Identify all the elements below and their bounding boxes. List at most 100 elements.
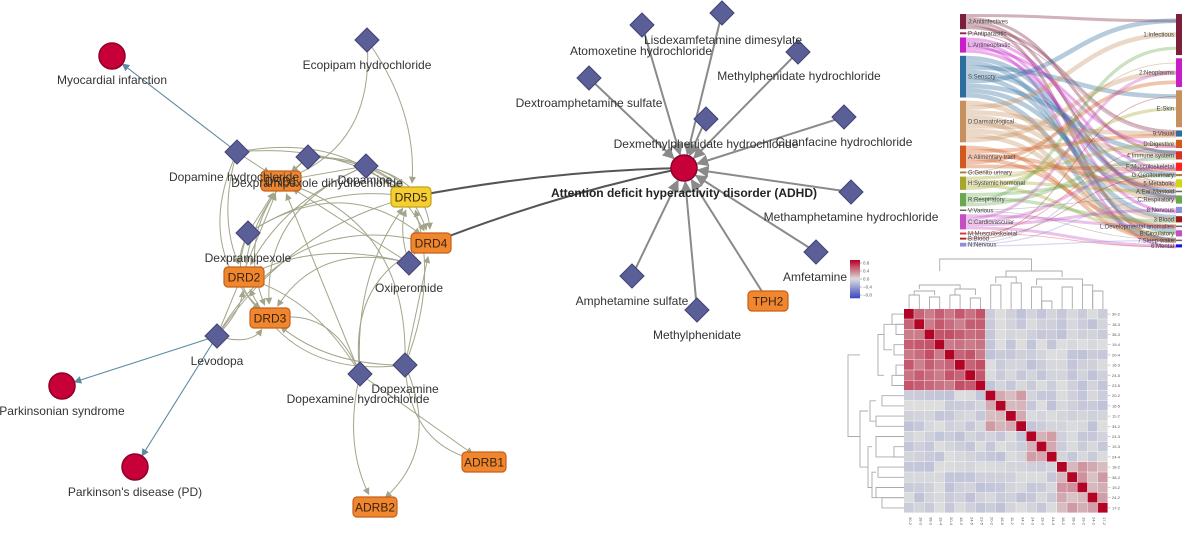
heatmap-cell bbox=[1097, 411, 1108, 421]
drug-node-levodopa[interactable] bbox=[204, 323, 230, 349]
heatmap-cell bbox=[1026, 329, 1037, 340]
sankey-link bbox=[965, 18, 1177, 84]
gene-node-drd5[interactable] bbox=[390, 186, 432, 208]
heatmap-cell bbox=[965, 462, 975, 472]
heatmap-cell bbox=[995, 441, 1006, 452]
disease-node-ps[interactable] bbox=[48, 372, 76, 400]
heatmap-cell bbox=[1097, 431, 1108, 442]
heatmap-cell bbox=[1057, 431, 1067, 442]
heatmap-cell bbox=[1016, 431, 1026, 442]
drug-node-dopexhcl[interactable] bbox=[347, 361, 373, 387]
drug-node-dopamine[interactable] bbox=[353, 153, 379, 179]
gene-node-drd2[interactable] bbox=[223, 266, 265, 288]
sankey-right-node[interactable] bbox=[1176, 162, 1182, 171]
drug-label: Dopamine hydrochloride bbox=[169, 170, 299, 184]
gene-node-tph2[interactable] bbox=[747, 290, 789, 312]
dendrogram-branch bbox=[1082, 284, 1094, 309]
drug-node-methamph[interactable] bbox=[838, 179, 864, 205]
sankey-left-node[interactable] bbox=[960, 171, 966, 174]
sankey-right-node[interactable] bbox=[1176, 206, 1182, 214]
sankey-right-node[interactable] bbox=[1176, 151, 1182, 160]
heatmap-cell bbox=[1067, 482, 1077, 493]
sankey-left-node[interactable] bbox=[960, 209, 966, 212]
drug-node-ecopipam[interactable] bbox=[354, 27, 380, 53]
gene-node-adrb2[interactable] bbox=[352, 496, 398, 518]
sankey-link bbox=[965, 239, 1177, 247]
gene-node-drd1[interactable] bbox=[260, 170, 302, 192]
heatmap-cell bbox=[975, 329, 986, 340]
drug-node-dopexamine[interactable] bbox=[392, 352, 418, 378]
colorbar-band bbox=[850, 292, 860, 294]
sankey-left-node[interactable] bbox=[960, 32, 966, 35]
drug-node-dexpramipexole[interactable] bbox=[235, 220, 261, 246]
colorbar-band bbox=[850, 287, 860, 289]
drug-node-atomoxetine[interactable] bbox=[629, 12, 655, 38]
drug-node-lisdex[interactable] bbox=[709, 0, 735, 26]
sankey-right-node[interactable] bbox=[1176, 190, 1182, 193]
sankey-right-node[interactable] bbox=[1176, 225, 1182, 228]
drug-node-amphsulf[interactable] bbox=[619, 263, 645, 289]
sankey-right-node[interactable] bbox=[1176, 139, 1182, 149]
sankey-left-node[interactable] bbox=[960, 37, 966, 53]
sankey-link bbox=[965, 26, 1177, 133]
heatmap-cell bbox=[924, 309, 935, 319]
sankey-link bbox=[965, 156, 1177, 229]
heatmap-cell bbox=[904, 339, 914, 350]
disease-node-mi[interactable] bbox=[98, 42, 126, 70]
disease-node-adhd[interactable] bbox=[670, 154, 698, 182]
sankey-right-label: 3:Blood bbox=[1154, 217, 1174, 223]
drug-node-guanfacine[interactable] bbox=[831, 104, 857, 130]
sankey-right-node[interactable] bbox=[1176, 216, 1182, 223]
sankey-right-node[interactable] bbox=[1176, 14, 1182, 56]
heatmap-cell bbox=[1016, 411, 1026, 421]
sankey-left-node[interactable] bbox=[960, 145, 966, 169]
drug-node-dexpradi[interactable] bbox=[295, 144, 321, 170]
sankey-left-node[interactable] bbox=[960, 100, 966, 143]
colorbar-tick-label: −0.4 bbox=[863, 285, 872, 290]
drug-node-dextroamph[interactable] bbox=[576, 65, 602, 91]
gene-node-adrb1[interactable] bbox=[461, 451, 507, 473]
drug-node-oxiperomide[interactable] bbox=[396, 250, 422, 276]
gene-node-drd3[interactable] bbox=[249, 307, 291, 329]
sankey-link bbox=[965, 92, 1177, 243]
disease-node-pd[interactable] bbox=[121, 453, 149, 481]
sankey-left-node[interactable] bbox=[960, 237, 966, 240]
sankey-right-node[interactable] bbox=[1176, 130, 1182, 137]
heatmap-cell bbox=[914, 349, 924, 360]
drug-node-mph[interactable] bbox=[684, 297, 710, 323]
sankey-right-node[interactable] bbox=[1176, 239, 1182, 242]
sankey-left-node[interactable] bbox=[960, 193, 966, 207]
drug-node-dophcl[interactable] bbox=[224, 139, 250, 165]
drug-node-mphhcl[interactable] bbox=[785, 39, 811, 65]
heatmap-cell bbox=[1097, 319, 1108, 329]
sankey-link bbox=[965, 33, 1177, 184]
colorbar-band bbox=[850, 293, 860, 295]
sankey-right-node[interactable] bbox=[1176, 179, 1182, 188]
sankey-left-node[interactable] bbox=[960, 232, 966, 235]
drug-label: Dexpramipexole dihydrochloride bbox=[231, 176, 403, 190]
sankey-right-node[interactable] bbox=[1176, 174, 1182, 177]
heatmap-col-label: 30-2 bbox=[908, 517, 913, 526]
dendrogram-branch bbox=[1010, 282, 1022, 309]
sankey-right-node[interactable] bbox=[1176, 90, 1182, 128]
heatmap-cell bbox=[965, 421, 975, 431]
heatmap-cell bbox=[1006, 421, 1016, 431]
sankey-right-node[interactable] bbox=[1176, 230, 1182, 237]
heatmap-cell bbox=[1036, 482, 1047, 493]
sankey-right-node[interactable] bbox=[1176, 58, 1182, 88]
sankey-left-node[interactable] bbox=[960, 242, 966, 247]
heatmap-cell bbox=[1026, 492, 1037, 503]
heatmap-cell bbox=[1067, 309, 1077, 319]
sankey-left-node[interactable] bbox=[960, 14, 966, 30]
sankey-right-node[interactable] bbox=[1176, 195, 1182, 204]
sankey-right-node[interactable] bbox=[1176, 244, 1182, 248]
gene-node-drd4[interactable] bbox=[410, 232, 452, 254]
drug-node-dexmph[interactable] bbox=[693, 106, 719, 132]
drug-node-amfetamine[interactable] bbox=[803, 239, 829, 265]
sankey-left-node[interactable] bbox=[960, 55, 966, 98]
dendrogram-branch bbox=[895, 364, 904, 376]
sankey-left-node[interactable] bbox=[960, 214, 966, 230]
sankey-left-node[interactable] bbox=[960, 176, 966, 190]
